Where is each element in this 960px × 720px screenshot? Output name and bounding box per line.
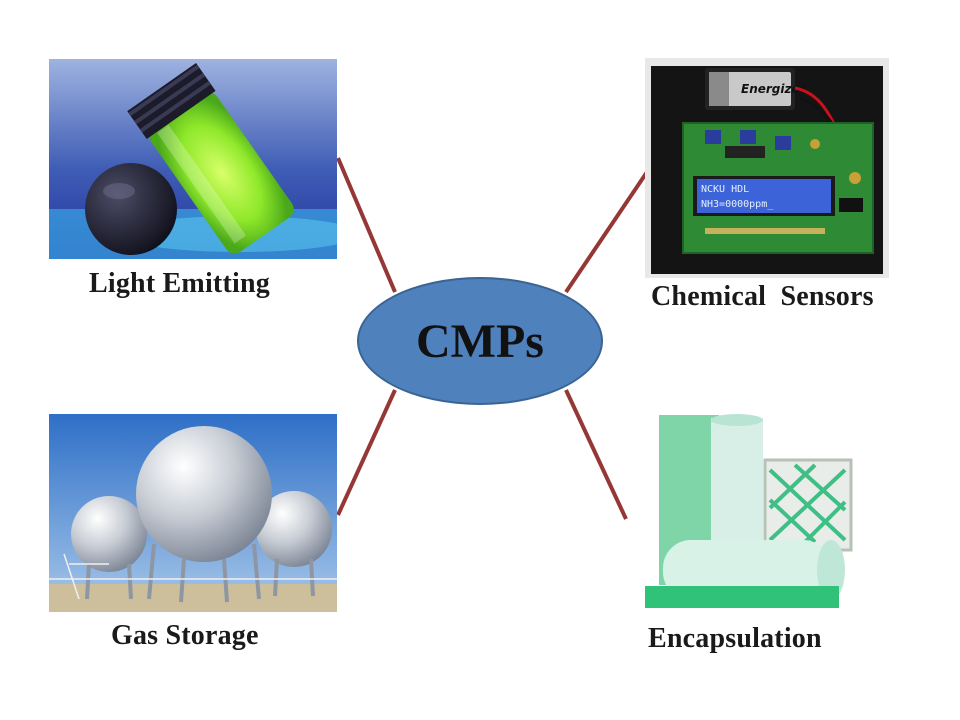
- light-emitting-photo: [49, 59, 337, 259]
- connector-gas-storage: [336, 389, 397, 516]
- encapsulation-photo: [645, 410, 857, 615]
- connector-encapsulation: [564, 389, 628, 520]
- connector-light-emitting: [336, 157, 397, 293]
- chemical-sensors-label: Chemical Sensors: [651, 281, 874, 312]
- lcd-line-1: NCKU HDL: [701, 184, 749, 195]
- connector-chemical-sensors: [564, 170, 649, 294]
- battery-brand: Energizer: [741, 82, 807, 96]
- cmps-hub: CMPs: [357, 277, 603, 405]
- gas-storage-photo: [49, 414, 337, 612]
- encapsulation-label: Encapsulation: [648, 623, 822, 654]
- hub-label: CMPs: [416, 314, 544, 368]
- chemical-sensors-photo: Energizer NCKU HDL NH3=0000ppm_: [645, 58, 889, 278]
- lcd-line-2: NH3=0000ppm_: [701, 199, 774, 210]
- light-emitting-label: Light Emitting: [89, 268, 270, 299]
- gas-storage-label: Gas Storage: [111, 620, 259, 651]
